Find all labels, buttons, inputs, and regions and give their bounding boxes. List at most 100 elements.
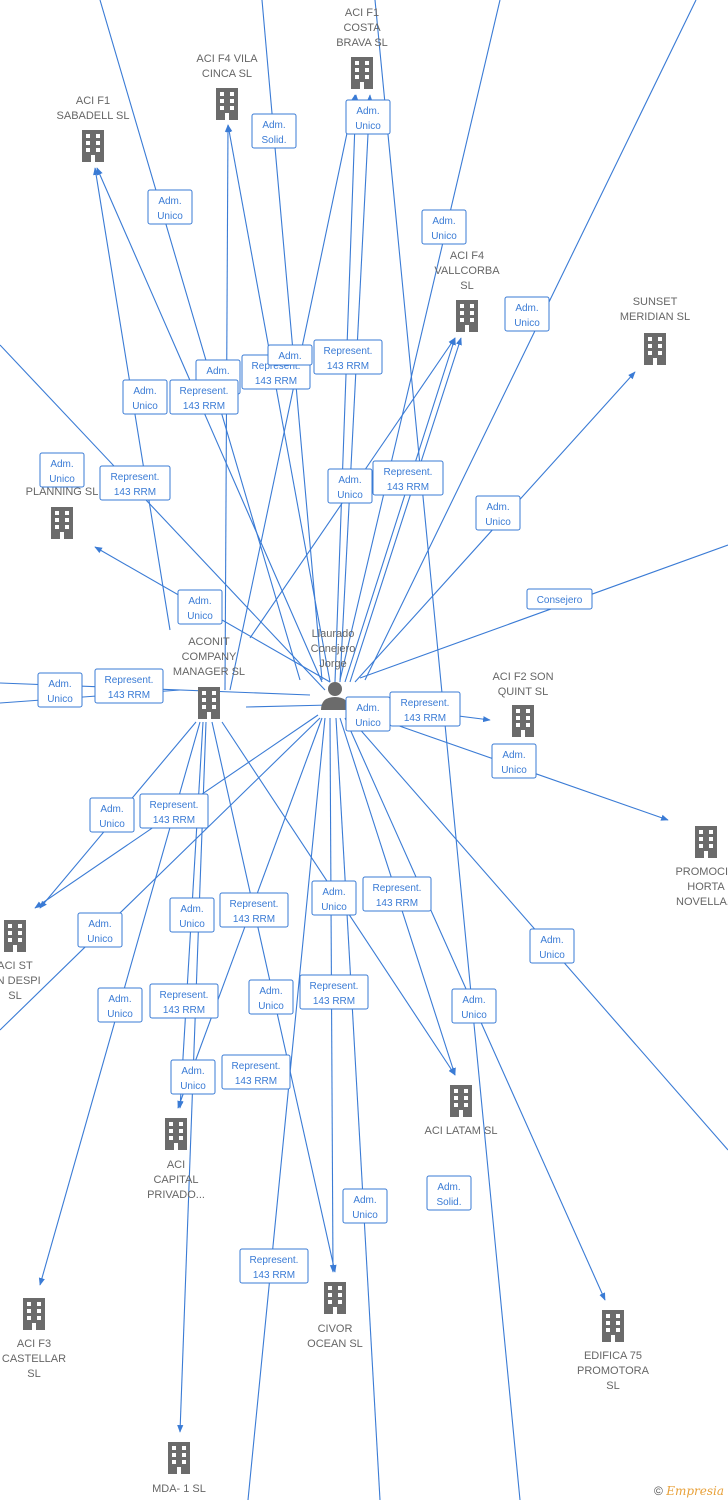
relation-edge — [339, 0, 501, 681]
building-icon — [602, 1310, 624, 1342]
edge-label-text: Represent. — [180, 386, 229, 397]
edge-label-text: 143 RRM — [163, 1005, 205, 1016]
edge-label[interactable]: Adm.Unico — [345, 99, 391, 135]
edge-label-text: 143 RRM — [313, 996, 355, 1007]
edge-label[interactable]: Adm.Unico — [504, 296, 550, 332]
edge-label-text: 143 RRM — [235, 1076, 277, 1087]
edge-label[interactable]: Adm.Solid. — [251, 113, 297, 149]
edge-label[interactable]: Adm.Unico — [77, 912, 123, 948]
edge-label[interactable]: Represent.143 RRM — [94, 668, 164, 704]
edge-label[interactable]: Represent.143 RRM — [169, 379, 239, 415]
edge-label[interactable]: Represent.143 RRM — [149, 983, 219, 1019]
edge-label-text: Represent. — [384, 467, 433, 478]
edge-label-text: Unico — [355, 718, 381, 729]
company-label: MANAGER SL — [173, 666, 245, 678]
company-node-mda-1[interactable]: MDA- 1 SL — [152, 1442, 206, 1495]
company-node-aci-capital-privado[interactable]: ACICAPITALPRIVADO... — [147, 1118, 205, 1201]
company-label: ACI — [167, 1159, 185, 1171]
edge-label[interactable]: Represent.143 RRM — [99, 465, 171, 501]
edge-label[interactable]: Adm.Unico — [177, 589, 223, 625]
edge-label-text: Adm. — [437, 1182, 460, 1193]
edge-label-text: Solid. — [261, 135, 286, 146]
edge-label-text: Unico — [337, 490, 363, 501]
edge-label-text: Adm. — [206, 366, 229, 377]
edge-label-text: Consejero — [537, 595, 583, 606]
edge-label-text: Unico — [514, 318, 540, 329]
edge-label[interactable]: Adm.Unico — [451, 988, 497, 1024]
building-icon — [450, 1085, 472, 1117]
edge-label[interactable]: Represent.143 RRM — [313, 339, 383, 375]
edge-label[interactable]: Adm.Unico — [491, 743, 537, 779]
edge-label[interactable]: Adm.Unico — [248, 979, 294, 1015]
edge-label[interactable]: Adm. — [267, 344, 313, 366]
building-icon — [324, 1282, 346, 1314]
relation-edge — [349, 337, 462, 683]
edge-label[interactable]: Adm.Unico — [97, 987, 143, 1023]
edge-label[interactable]: Represent.143 RRM — [372, 460, 444, 496]
edge-label-text: Represent. — [250, 1255, 299, 1266]
relation-edge — [359, 544, 728, 679]
edge-label[interactable]: Adm.Unico — [39, 452, 85, 488]
edge-label[interactable]: Represent.143 RRM — [221, 1054, 291, 1090]
relation-edge — [99, 0, 301, 681]
relation-edge — [229, 94, 357, 691]
company-label: MERIDIAN SL — [620, 311, 690, 323]
edge-label[interactable]: Adm.Unico — [475, 495, 521, 531]
brand-logo[interactable]: Empresia — [666, 1484, 724, 1498]
edge-label[interactable]: Represent.143 RRM — [219, 892, 289, 928]
edge-label[interactable]: Represent.143 RRM — [389, 691, 461, 727]
edge-label-text: Solid. — [436, 1197, 461, 1208]
edge-label[interactable]: Adm.Unico — [170, 1059, 216, 1095]
edge-label[interactable]: Represent.143 RRM — [239, 1248, 309, 1284]
edge-label[interactable]: Adm.Unico — [529, 928, 575, 964]
company-node-aci-latam[interactable]: ACI LATAM SL — [425, 1085, 498, 1137]
edge-label-text: Unico — [47, 694, 73, 705]
company-label: ACONIT — [188, 636, 230, 648]
relation-edge — [364, 0, 697, 681]
edge-label[interactable]: Adm. Unico — [345, 696, 391, 732]
edge-label[interactable]: Represent.143 RRM — [362, 876, 432, 912]
company-label: BRAVA SL — [336, 37, 388, 49]
edge-label[interactable]: Represent.143 RRM — [299, 974, 369, 1010]
edge-label-text: Unico — [107, 1009, 133, 1020]
edge-label[interactable]: Adm.Unico — [37, 672, 83, 708]
edge-label[interactable]: Adm.Unico — [311, 880, 357, 916]
edge-label[interactable]: Adm.Unico — [421, 209, 467, 245]
edge-label[interactable]: Represent.143 RRM — [139, 793, 209, 829]
edge-label[interactable]: Adm.Unico — [89, 797, 135, 833]
company-label: CASTELLAR — [2, 1353, 66, 1365]
edge-label-text: Adm. — [432, 216, 455, 227]
company-label: CAPITAL — [153, 1174, 198, 1186]
edge-label[interactable]: Adm.Unico — [327, 468, 373, 504]
company-label: SL — [27, 1368, 40, 1380]
edge-label[interactable]: Consejero — [526, 588, 593, 610]
edge-label-text: Adm. — [356, 703, 379, 714]
relation-edge — [374, 0, 521, 1500]
edge-label-text: Unico — [485, 517, 511, 528]
company-label: ACI F4 VILA — [196, 53, 258, 65]
edge-label[interactable]: Adm.Unico — [147, 189, 193, 225]
edge-label-text: Adm. — [50, 459, 73, 470]
edge-label[interactable]: Adm.Unico — [169, 897, 215, 933]
edge-label[interactable]: Adm.Unico — [122, 379, 168, 415]
person-label: Jorge — [319, 658, 347, 670]
company-label: OCEAN SL — [307, 1338, 363, 1350]
company-label: ACI F1 — [345, 7, 379, 19]
edge-label[interactable]: Adm. Solid. — [426, 1175, 472, 1211]
company-label: SABADELL SL — [57, 110, 130, 122]
company-node-promocio-horta[interactable]: PROMOCIOHORTANOVELLA... — [675, 826, 728, 908]
edge-label[interactable]: Adm.Unico — [342, 1188, 388, 1224]
